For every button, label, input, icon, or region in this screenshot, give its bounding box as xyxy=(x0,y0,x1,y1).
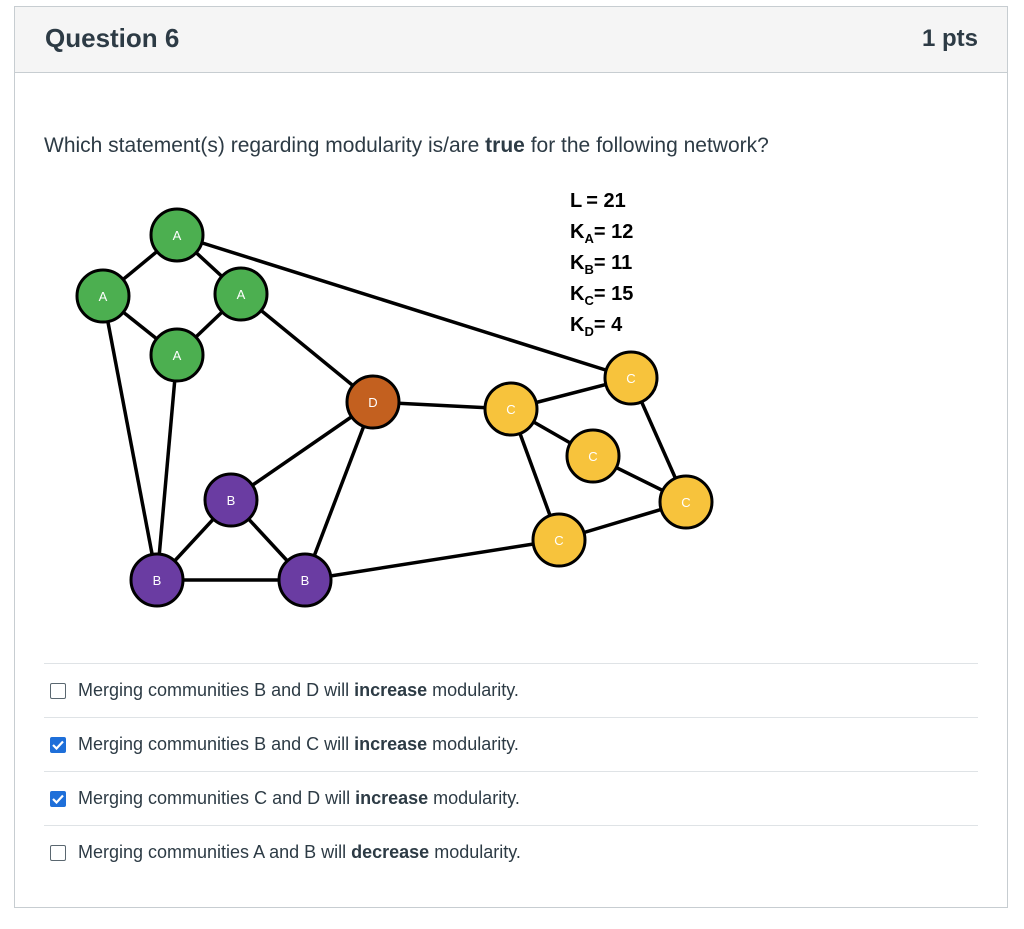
answer-label-3: Merging communities C and D will increas… xyxy=(78,788,520,808)
node-label-a4: A xyxy=(173,348,182,363)
answer-option-1[interactable]: Merging communities B and D will increas… xyxy=(44,663,978,717)
node-circle-c2 xyxy=(483,381,539,437)
node-c2: C xyxy=(483,381,539,437)
node-circle-c4 xyxy=(531,512,587,568)
node-a4: A xyxy=(149,327,205,383)
stat-KB: KB= 11 xyxy=(570,252,632,277)
edge-b3-c4 xyxy=(304,538,560,582)
node-label-a2: A xyxy=(99,289,108,304)
node-b3: B xyxy=(277,552,333,608)
node-label-a3: A xyxy=(237,287,246,302)
node-label-b2: B xyxy=(153,573,162,588)
answer-label-4: Merging communities A and B will decreas… xyxy=(78,842,521,862)
question-points: 1 pts xyxy=(921,25,978,52)
question-text-after: for the following network? xyxy=(524,134,769,157)
network-nodes: A A A A D B B B C C C C C xyxy=(75,207,714,608)
node-circle-b3 xyxy=(277,552,333,608)
node-label-b3: B xyxy=(301,573,310,588)
network-diagram: A A A A D B B B C C C C C L= 21 KA= 12 KB= 11 KC= 15… xyxy=(75,190,714,608)
node-circle-c5 xyxy=(658,474,714,530)
node-c1: C xyxy=(603,350,659,406)
node-circle-a1 xyxy=(149,207,205,263)
node-label-c3: C xyxy=(588,449,597,464)
node-label-c5: C xyxy=(681,495,690,510)
node-a2: A xyxy=(75,268,131,324)
node-circle-d1 xyxy=(345,374,401,430)
node-circle-c3 xyxy=(565,428,621,484)
node-b2: B xyxy=(129,552,185,608)
node-c4: C xyxy=(531,512,587,568)
node-b1: B xyxy=(203,472,259,528)
question-header: Question 6 1 pts xyxy=(15,7,1007,73)
node-label-a1: A xyxy=(173,228,182,243)
edge-a1-c1 xyxy=(176,233,632,380)
node-c3: C xyxy=(565,428,621,484)
node-circle-c1 xyxy=(603,350,659,406)
node-circle-b2 xyxy=(129,552,185,608)
edge-a4-b2 xyxy=(155,354,179,581)
node-label-b1: B xyxy=(227,493,236,508)
node-a1: A xyxy=(149,207,205,263)
question-text-before: Which statement(s) regarding modularity … xyxy=(44,134,486,157)
node-c5: C xyxy=(658,474,714,530)
answer-option-4[interactable]: Merging communities A and B will decreas… xyxy=(44,825,978,879)
node-a3: A xyxy=(213,266,269,322)
edge-a2-b2 xyxy=(101,295,159,581)
answer-checkbox-4[interactable] xyxy=(50,844,66,861)
node-label-c1: C xyxy=(626,371,635,386)
answer-checkbox-1[interactable] xyxy=(50,682,66,699)
node-circle-a3 xyxy=(213,266,269,322)
answer-list: Merging communities B and D will increas… xyxy=(44,663,978,879)
answer-checkbox-3[interactable] xyxy=(50,790,66,807)
edge-d1-b1 xyxy=(230,400,374,502)
node-label-c4: C xyxy=(554,533,563,548)
node-label-c2: C xyxy=(506,402,515,417)
node-d1: D xyxy=(345,374,401,430)
node-circle-a2 xyxy=(75,268,131,324)
answer-option-3[interactable]: Merging communities C and D will increas… xyxy=(44,771,978,825)
answer-label-1: Merging communities B and D will increas… xyxy=(78,680,519,700)
node-circle-b1 xyxy=(203,472,259,528)
answer-label-2: Merging communities B and C will increas… xyxy=(78,734,519,754)
question-text: Which statement(s) regarding modularity … xyxy=(44,134,769,158)
node-label-d1: D xyxy=(368,395,377,410)
stat-L: L= 21 xyxy=(570,190,626,212)
node-circle-a4 xyxy=(149,327,205,383)
question-text-bold: true xyxy=(485,134,525,157)
edge-d1-b3 xyxy=(303,401,375,581)
edge-a3-d1 xyxy=(239,292,375,404)
stat-KC: KC= 15 xyxy=(570,283,633,308)
stat-KD: KD= 4 xyxy=(570,314,623,339)
question-title: Question 6 xyxy=(45,23,180,53)
network-stats: L= 21 KA= 12 KB= 11 KC= 15 KD= 4 xyxy=(570,190,633,339)
answer-option-2[interactable]: Merging communities B and C will increas… xyxy=(44,717,978,771)
stat-KA: KA= 12 xyxy=(570,221,633,246)
answer-checkbox-2[interactable] xyxy=(50,736,66,753)
question-card: Question 6 1 pts xyxy=(14,6,1008,908)
